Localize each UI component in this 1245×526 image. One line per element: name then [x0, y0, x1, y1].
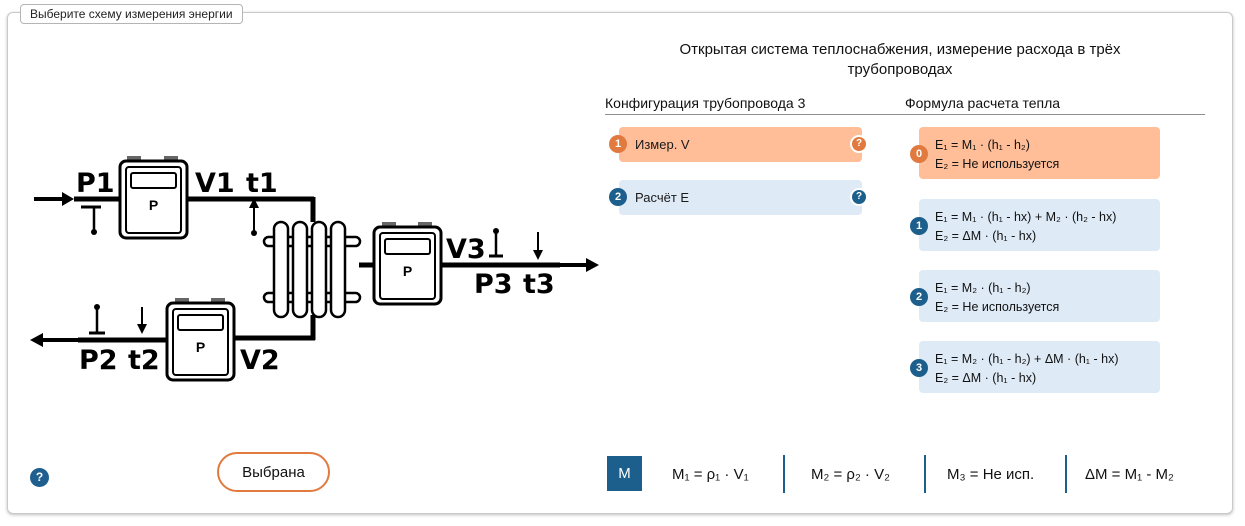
formula-e1: E₁ = M₂ · (h₁ - h₂): [935, 281, 1031, 295]
help-icon[interactable]: ?: [850, 135, 868, 153]
formula-e2: E₂ = ΔM · (h₁ - hx): [935, 229, 1037, 243]
radiator-icon: [262, 220, 362, 319]
label-v3: V3: [446, 234, 486, 265]
help-icon[interactable]: ?: [850, 188, 868, 206]
p1-pressure-sensor: [81, 205, 101, 235]
flow-meter-2: P: [165, 298, 236, 382]
formula-option-0[interactable]: 0 E₁ = M₁ · (h₁ - h₂) E₂ = Не использует…: [910, 127, 1160, 179]
formula-separator: [924, 455, 926, 493]
formula-option-1[interactable]: 1 E₁ = M₁ · (h₁ - hx) + M₂ · (h₂ - hx) E…: [910, 199, 1160, 251]
config-option-measure-v[interactable]: 1 Измер. V ?: [609, 127, 868, 162]
scheme-selection-panel: [7, 12, 1233, 514]
flow-meter-1: P: [118, 156, 189, 240]
config-column-header: Конфигурация трубопровода 3: [605, 95, 806, 111]
formula-e1: E₁ = M₂ · (h₁ - h₂) + ΔM · (h₁ - hx): [935, 352, 1119, 366]
mass-formula-m1: M₁ = ρ₁ · V₁: [672, 466, 749, 483]
p3-pressure-sensor: [489, 228, 503, 258]
formula-number-badge: 1: [910, 217, 928, 235]
label-v1: V1: [195, 168, 235, 199]
formula-number-badge: 0: [910, 145, 928, 163]
config-option-calc-e[interactable]: 2 Расчёт E ?: [609, 180, 868, 215]
formula-e2: E₂ = ΔM · (h₁ - hx): [935, 371, 1037, 385]
meter-1-label: P: [149, 197, 158, 213]
panel-title: Выберите схему измерения энергии: [20, 4, 243, 24]
select-scheme-button[interactable]: Выбрана: [217, 452, 330, 492]
formula-e1: E₁ = M₁ · (h₁ - hx) + M₂ · (h₂ - hx): [935, 210, 1117, 224]
label-p1: P1: [76, 168, 115, 199]
label-t1: t1: [246, 168, 278, 199]
label-v2: V2: [240, 345, 280, 376]
formula-e2: E₂ = Не используется: [935, 157, 1060, 171]
heating-scheme-diagram: P P P: [30, 156, 599, 382]
option-number-badge: 2: [609, 188, 627, 206]
label-p2: P2: [79, 345, 118, 376]
mass-formula-m2: M₂ = ρ₂ · V₂: [811, 466, 890, 483]
config-option-label: Расчёт E: [635, 190, 690, 205]
flow-meter-3: P: [372, 222, 443, 306]
formula-option-3[interactable]: 3 E₁ = M₂ · (h₁ - h₂) + ΔM · (h₁ - hx) E…: [910, 341, 1160, 393]
label-t3: t3: [523, 269, 555, 300]
t1-temperature-sensor: [249, 198, 259, 236]
config-option-label: Измер. V: [635, 137, 690, 152]
meter-2-label: P: [196, 339, 205, 355]
formula-separator: [1065, 455, 1067, 493]
return-arrow-icon: [30, 333, 78, 347]
outlet-arrow-icon: [560, 258, 599, 272]
t3-temperature-sensor: [533, 232, 543, 260]
formula-e1: E₁ = M₁ · (h₁ - h₂): [935, 138, 1030, 152]
formula-number-badge: 2: [910, 288, 928, 306]
mass-formula-m3: M₃ = Не исп.: [947, 466, 1035, 483]
formula-option-2[interactable]: 2 E₁ = M₂ · (h₁ - h₂) E₂ = Не использует…: [910, 270, 1160, 322]
formula-e2: E₂ = Не используется: [935, 300, 1060, 314]
formula-column-header: Формула расчета тепла: [905, 95, 1061, 111]
header-divider: [605, 114, 1205, 115]
help-icon[interactable]: ?: [30, 468, 49, 487]
formula-separator: [783, 455, 785, 493]
p2-pressure-sensor: [89, 304, 105, 335]
option-number-badge: 1: [609, 135, 627, 153]
mass-badge: M: [607, 456, 642, 491]
formula-number-badge: 3: [910, 359, 928, 377]
inlet-arrow-icon: [34, 192, 74, 206]
label-p3: P3: [474, 269, 513, 300]
label-t2: t2: [128, 345, 160, 376]
t2-temperature-sensor: [137, 307, 147, 334]
meter-3-label: P: [403, 263, 412, 279]
scheme-title: Открытая система теплоснабжения, измерен…: [679, 41, 1121, 78]
mass-formula-dm: ΔM = M₁ - M₂: [1085, 466, 1174, 483]
